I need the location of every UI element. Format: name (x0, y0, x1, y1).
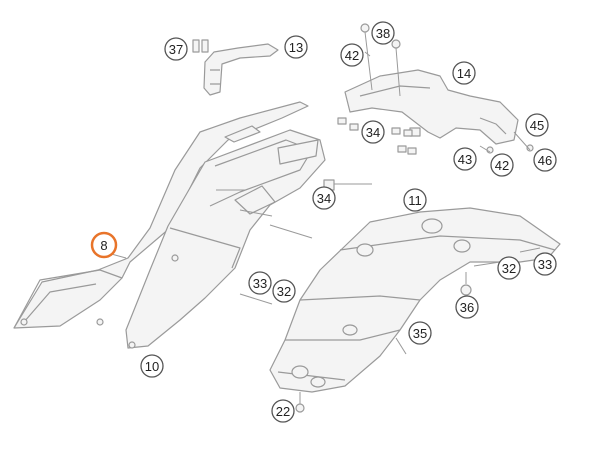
callout-circle (525, 113, 549, 137)
callout-circle (340, 43, 364, 67)
callout-circle (490, 153, 514, 177)
callout-number: 34 (366, 125, 380, 140)
callout-number: 8 (100, 238, 107, 253)
callout-38: 38 (371, 21, 395, 45)
part-14-rear-bracket (344, 69, 519, 145)
callout-number: 43 (458, 152, 472, 167)
callout-circle (248, 271, 272, 295)
part-11-rear-fender (269, 207, 561, 393)
callout-circle (164, 37, 188, 61)
callout-circle (90, 231, 118, 259)
callout-42: 42 (490, 153, 514, 177)
callout-11: 11 (403, 188, 427, 212)
callout-number: 42 (495, 158, 509, 173)
callout-number: 33 (253, 276, 267, 291)
callout-number: 14 (457, 66, 471, 81)
callout-number: 42 (345, 48, 359, 63)
callout-43: 43 (453, 147, 477, 171)
callout-number: 35 (413, 326, 427, 341)
callout-33: 33 (533, 252, 557, 276)
callout-circle (284, 35, 308, 59)
callout-8: 8 (90, 231, 118, 259)
callout-circle (453, 147, 477, 171)
callout-layer: 37 13 38 42 14 34 34 45 43 42 46 11 8 32 33 33 32 36 35 10 2… (90, 21, 557, 423)
callout-circle (312, 186, 336, 210)
callout-circle (533, 148, 557, 172)
part-10-side-panel (125, 129, 326, 349)
callout-35: 35 (408, 321, 432, 345)
callout-circle (455, 295, 479, 319)
callout-circle (271, 399, 295, 423)
callout-number: 45 (530, 118, 544, 133)
callout-32: 32 (497, 256, 521, 280)
callout-number: 13 (289, 40, 303, 55)
callout-32: 32 (272, 279, 296, 303)
callout-number: 37 (169, 42, 183, 57)
callout-number: 32 (502, 261, 516, 276)
callout-34: 34 (361, 120, 385, 144)
part-37-screws (192, 39, 209, 53)
callout-number: 38 (376, 26, 390, 41)
part-8-side-trim (13, 101, 309, 329)
callout-45: 45 (525, 113, 549, 137)
callout-number: 32 (277, 284, 291, 299)
callout-number: 10 (145, 359, 159, 374)
callout-10: 10 (140, 354, 164, 378)
callout-37: 37 (164, 37, 188, 61)
callout-circle (371, 21, 395, 45)
callout-number: 46 (538, 153, 552, 168)
callout-46: 46 (533, 148, 557, 172)
callout-33: 33 (248, 271, 272, 295)
callout-circle (533, 252, 557, 276)
callout-number: 36 (460, 300, 474, 315)
callout-number: 34 (317, 191, 331, 206)
callout-36: 36 (455, 295, 479, 319)
callout-circle (452, 61, 476, 85)
callout-number: 22 (276, 404, 290, 419)
part-13-grab-handle (203, 43, 279, 96)
callout-circle (140, 354, 164, 378)
callout-circle (497, 256, 521, 280)
hardware-fasteners (295, 23, 534, 413)
callout-circle (408, 321, 432, 345)
callout-22: 22 (271, 399, 295, 423)
callout-circle (361, 120, 385, 144)
callout-14: 14 (452, 61, 476, 85)
callout-circle (272, 279, 296, 303)
callout-13: 13 (284, 35, 308, 59)
callout-number: 33 (538, 257, 552, 272)
callout-34: 34 (312, 186, 336, 210)
callout-number: 11 (408, 193, 422, 208)
callout-42: 42 (340, 43, 364, 67)
callout-circle (403, 188, 427, 212)
